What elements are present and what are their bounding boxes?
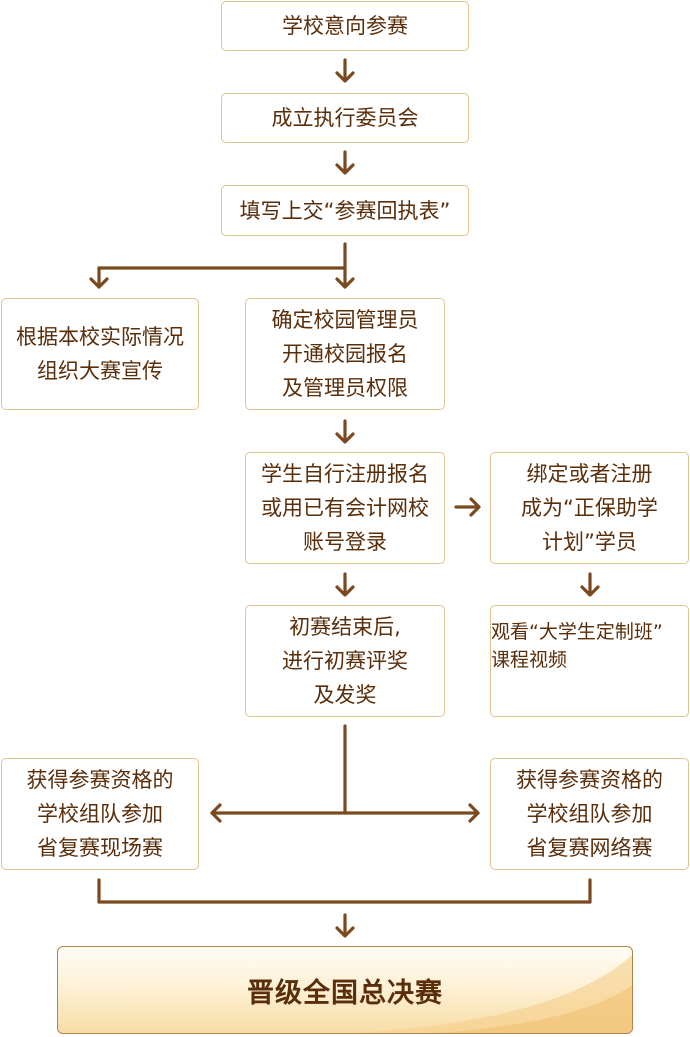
step-label: 学校意向参赛 (282, 14, 408, 38)
step-admin: 确定校园管理员 开通校园报名 及管理员权限 (245, 298, 445, 410)
step-line: 开通校园报名 (282, 342, 408, 366)
decorative-wave (356, 955, 632, 1033)
step-school-intent: 学校意向参赛 (221, 1, 469, 51)
step-line: 获得参赛资格的 (26, 768, 174, 792)
step-line: 计划”学员 (542, 530, 637, 554)
step-line: 及管理员权限 (282, 376, 408, 400)
step-line: 进行初赛评奖 (282, 649, 408, 673)
step-bind: 绑定或者注册 成为“正保助学 计划”学员 (490, 452, 689, 564)
step-line: 学校组队参加 (37, 802, 163, 826)
step-line: 初赛结束后, (289, 615, 401, 639)
step-line: 省复赛网络赛 (526, 836, 653, 860)
step-line: 学生自行注册报名 (261, 462, 429, 486)
step-line: 根据本校实际情况 (16, 325, 184, 349)
final-title: 晋级全国总决赛 (247, 977, 443, 1009)
step-line: 课程视频 (491, 649, 568, 671)
step-watch: 观看“大学生定制班” 课程视频 (490, 605, 689, 717)
step-line: 绑定或者注册 (526, 462, 653, 486)
step-online: 获得参赛资格的 学校组队参加 省复赛网络赛 (490, 758, 689, 870)
step-line: 及发奖 (313, 683, 377, 707)
step-final: 晋级全国总决赛 (57, 946, 633, 1034)
step-label: 填写上交“参赛回执表” (239, 198, 451, 223)
step-line: 观看“大学生定制班” (491, 621, 663, 643)
step-line: 学校组队参加 (526, 802, 653, 826)
step-onsite: 获得参赛资格的 学校组队参加 省复赛现场赛 (1, 758, 199, 870)
step-register: 学生自行注册报名 或用已有会计网校 账号登录 (245, 452, 445, 564)
step-line: 或用已有会计网校 (261, 496, 429, 520)
step-form: 填写上交“参赛回执表” (221, 185, 469, 236)
step-label: 成立执行委员会 (271, 106, 419, 130)
step-line: 确定校园管理员 (271, 308, 419, 332)
step-line: 获得参赛资格的 (516, 768, 663, 792)
step-line: 账号登录 (303, 530, 387, 554)
step-line: 组织大赛宣传 (37, 359, 163, 383)
step-line: 成为“正保助学 (521, 496, 658, 520)
step-committee: 成立执行委员会 (221, 93, 469, 143)
step-promote: 根据本校实际情况 组织大赛宣传 (1, 298, 199, 410)
step-prelim: 初赛结束后, 进行初赛评奖 及发奖 (245, 605, 445, 717)
step-line: 省复赛现场赛 (37, 836, 163, 860)
